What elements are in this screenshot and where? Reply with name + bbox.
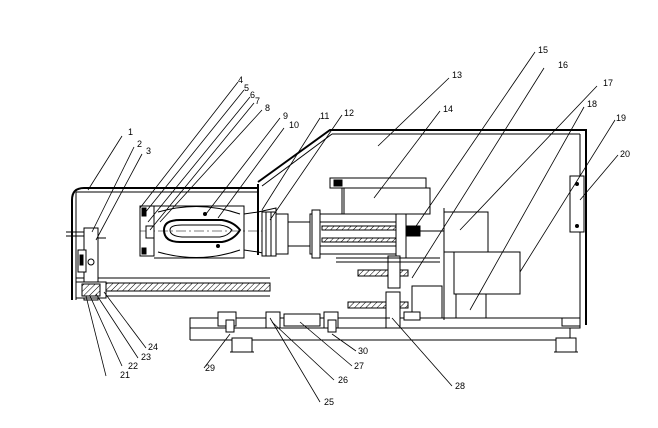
left-rail [66,187,271,300]
callout-22: 22 [128,361,138,371]
callout-25: 25 [324,397,334,407]
callout-20: 20 [620,149,630,159]
callout-27: 27 [354,361,364,371]
leader-lines [85,51,619,403]
callout-1: 1 [128,127,133,137]
gear-lower [347,301,409,309]
callout-9: 9 [283,111,288,121]
callout-15: 15 [538,45,548,55]
callout-12: 12 [344,108,354,118]
right-post [561,175,585,327]
callout-8: 8 [265,103,270,113]
callout-30: 30 [358,346,368,356]
callout-11: 11 [320,111,329,121]
callout-14: 14 [443,104,453,114]
motors [443,208,521,320]
callout-18: 18 [587,99,597,109]
callout-labels: 1 2 3 4 5 6 7 8 9 10 11 12 13 14 15 16 1… [120,45,630,407]
callout-5: 5 [244,83,249,93]
callout-29: 29 [205,363,215,373]
callout-13: 13 [452,70,462,80]
gear-upper [357,269,409,277]
post-20 [569,175,585,233]
callout-26: 26 [338,375,348,385]
callout-4: 4 [238,75,243,85]
callout-3: 3 [146,146,151,156]
gear-train [336,255,443,329]
callout-19: 19 [616,113,626,123]
motor-17 [443,211,489,253]
foot-right [555,337,577,353]
lower-slide [217,311,390,333]
neck-cone [243,207,311,257]
upper-block [329,177,431,215]
callout-21: 21 [120,370,130,380]
callout-6: 6 [250,90,255,100]
callout-23: 23 [141,352,151,362]
bottle-cavity [162,219,242,243]
cylinder-body [309,213,407,255]
callout-2: 2 [137,139,142,149]
motor-18 [453,251,521,295]
foot-left [231,337,253,353]
base-plate [189,317,581,329]
callout-28: 28 [455,381,465,391]
callout-24: 24 [148,342,158,352]
lead-screw [79,282,271,292]
callout-7: 7 [255,96,260,106]
callout-16: 16 [558,60,568,70]
callout-10: 10 [289,120,299,130]
callout-17: 17 [603,78,613,88]
left-clamp [75,227,107,301]
